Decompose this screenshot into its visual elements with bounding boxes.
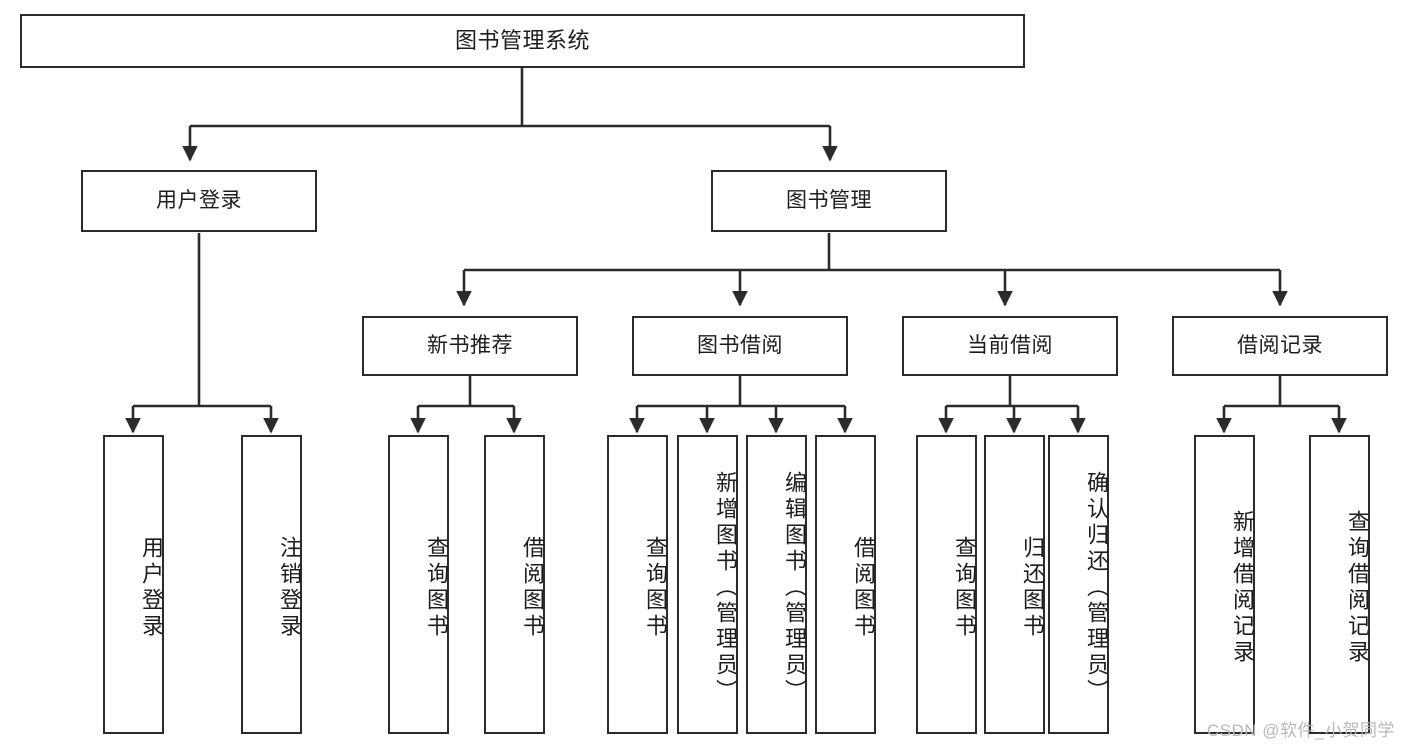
- node-leaf-add-book[interactable]: 新增图书（管理员）: [677, 435, 738, 734]
- node-label: 借阅图书: [520, 535, 545, 640]
- node-leaf-query-book-1[interactable]: 查询图书: [388, 435, 449, 734]
- node-label: 查询借阅记录: [1345, 509, 1370, 666]
- node-leaf-return-book[interactable]: 归还图书: [984, 435, 1045, 734]
- node-label: 用户登录: [156, 188, 242, 212]
- node-leaf-query-record[interactable]: 查询借阅记录: [1309, 435, 1370, 734]
- node-leaf-borrow-book-2[interactable]: 借阅图书: [815, 435, 876, 734]
- node-label: 当前借阅: [967, 333, 1053, 357]
- node-current-borrow[interactable]: 当前借阅: [902, 316, 1118, 376]
- node-label: 图书管理系统: [454, 28, 590, 54]
- node-label: 查询图书: [424, 535, 449, 640]
- node-leaf-query-book-3[interactable]: 查询图书: [916, 435, 977, 734]
- node-label: 图书管理: [786, 188, 872, 212]
- node-leaf-confirm-return[interactable]: 确认归还（管理员）: [1048, 435, 1109, 734]
- node-leaf-user-login[interactable]: 用户登录: [103, 435, 164, 734]
- node-label: 归还图书: [1020, 535, 1045, 640]
- node-label: 借阅图书: [851, 535, 876, 640]
- node-borrow-record[interactable]: 借阅记录: [1172, 316, 1388, 376]
- node-label: 确认归还（管理员）: [1084, 470, 1109, 705]
- node-leaf-add-record[interactable]: 新增借阅记录: [1194, 435, 1255, 734]
- node-user-login[interactable]: 用户登录: [81, 170, 317, 232]
- node-label: 新书推荐: [427, 333, 513, 357]
- node-label: 注销登录: [277, 535, 302, 640]
- node-new-book-recommend[interactable]: 新书推荐: [362, 316, 578, 376]
- node-label: 借阅记录: [1237, 333, 1323, 357]
- node-leaf-logout-login[interactable]: 注销登录: [241, 435, 302, 734]
- node-book-borrow[interactable]: 图书借阅: [632, 316, 848, 376]
- node-label: 用户登录: [139, 535, 164, 640]
- node-label: 查询图书: [643, 535, 668, 640]
- node-label: 查询图书: [952, 535, 977, 640]
- node-label: 新增图书（管理员）: [713, 470, 738, 705]
- node-label: 图书借阅: [697, 333, 783, 357]
- node-label: 新增借阅记录: [1230, 509, 1255, 666]
- node-label: 编辑图书（管理员）: [782, 470, 807, 705]
- node-root-system[interactable]: 图书管理系统: [20, 14, 1025, 68]
- node-leaf-query-book-2[interactable]: 查询图书: [607, 435, 668, 734]
- node-leaf-edit-book[interactable]: 编辑图书（管理员）: [746, 435, 807, 734]
- node-leaf-borrow-book-1[interactable]: 借阅图书: [484, 435, 545, 734]
- csdn-watermark: CSDN @软件_小贺同学: [1206, 721, 1395, 740]
- node-book-management[interactable]: 图书管理: [711, 170, 947, 232]
